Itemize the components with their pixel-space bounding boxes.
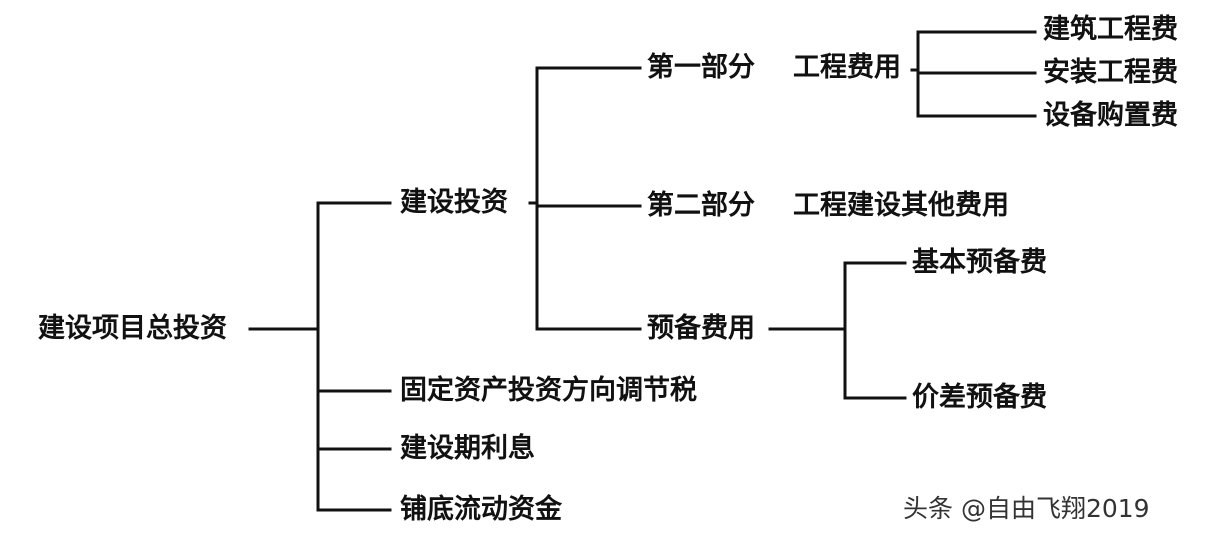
part2-label: 第二部分 — [647, 190, 755, 221]
building-cost-node: 建筑工程费 — [1043, 14, 1178, 45]
part1-name: 工程费用 — [793, 52, 901, 83]
part2-name: 工程建设其他费用 — [793, 190, 1009, 221]
construction-investment-node: 建设投资 — [400, 187, 508, 218]
adjustment-tax-node: 固定资产投资方向调节税 — [400, 375, 697, 406]
reserve-node: 预备费用 — [647, 313, 755, 344]
equipment-cost-node: 设备购置费 — [1043, 100, 1178, 131]
install-cost-node: 安装工程费 — [1043, 57, 1178, 88]
part1-label: 第一部分 — [647, 52, 755, 83]
construction-interest-node: 建设期利息 — [400, 433, 535, 464]
price-reserve-node: 价差预备费 — [912, 382, 1047, 413]
root-node: 建设项目总投资 — [38, 313, 227, 344]
watermark: 头条 @自由飞翔2019 — [903, 494, 1150, 523]
basic-reserve-node: 基本预备费 — [912, 247, 1047, 278]
working-capital-node: 铺底流动资金 — [400, 494, 562, 525]
